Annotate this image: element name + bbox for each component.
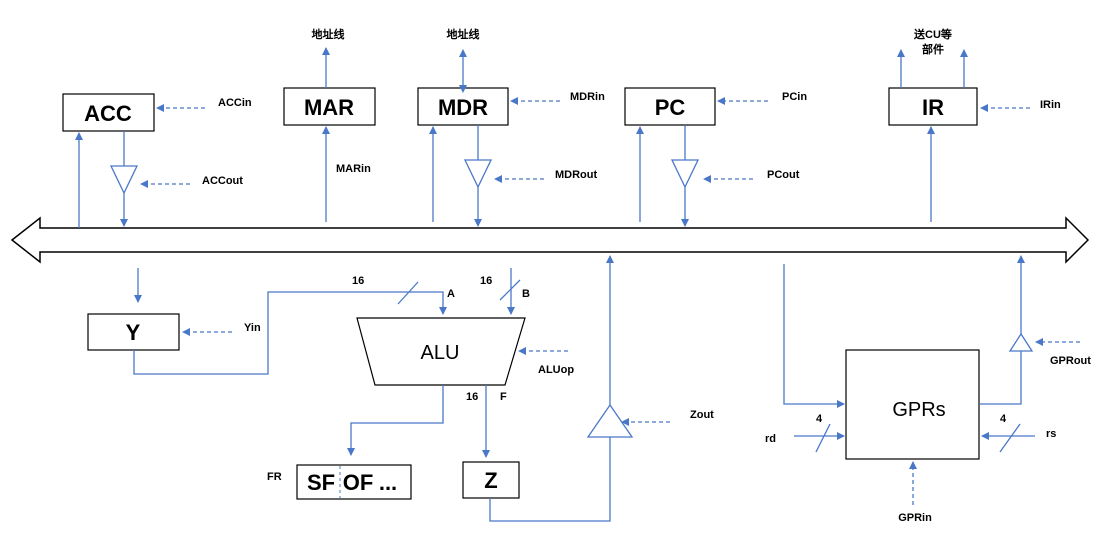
f-width-label: 16 <box>466 391 478 403</box>
gprs-to-buffer-line <box>979 351 1022 405</box>
rd-width-label: 4 <box>816 413 823 425</box>
bus-to-gprs-line <box>783 264 845 408</box>
mdr-out-signal: MDRout <box>555 169 597 181</box>
alu-unit-label: ALU <box>421 342 460 364</box>
fr-sf-flag: SF <box>307 470 335 495</box>
b-width-slash <box>499 279 521 301</box>
gpr-in-signal: GPRin <box>898 512 932 524</box>
alu-port-b: B <box>522 288 530 300</box>
alu-op-signal: ALUop <box>538 364 574 376</box>
mdr-address-label: 地址线 <box>447 27 480 41</box>
acc-register <box>62 93 155 132</box>
a-width-slash <box>397 281 419 305</box>
rd-width-slash <box>815 423 831 453</box>
fr-label: FR <box>267 471 282 483</box>
z-to-buffer-line <box>489 437 611 522</box>
y-in-signal: Yin <box>244 322 261 334</box>
a-width-label: 16 <box>352 275 364 287</box>
alu-port-a: A <box>447 288 455 300</box>
fr-more-flags: ... <box>379 470 397 495</box>
mdr-in-signal: MDRin <box>570 91 605 103</box>
y-register <box>87 313 180 351</box>
gpr-out-buffer <box>1008 332 1034 352</box>
alu-to-fr-line <box>347 385 444 456</box>
mdr-register <box>417 87 509 126</box>
alu-unit <box>356 317 526 386</box>
rd-signal: rd <box>765 433 776 445</box>
mar-register-label: MAR <box>304 95 354 120</box>
z-register-label: Z <box>484 468 497 493</box>
fr-of-flag: OF <box>343 470 374 495</box>
acc-out-buffer <box>109 165 139 195</box>
b-width-label: 16 <box>480 275 492 287</box>
pc-out-signal: PCout <box>767 169 800 181</box>
z-register <box>462 461 520 499</box>
y-to-alu-a-line <box>133 291 447 375</box>
gpr-out-signal: GPRout <box>1050 355 1091 367</box>
mdr-out-buffer <box>463 159 493 189</box>
rs-width-label: 4 <box>1000 413 1007 425</box>
z-out-signal: Zout <box>690 409 714 421</box>
gprs-unit-label: GPRs <box>892 399 945 421</box>
internal-bus <box>10 216 1090 264</box>
ir-register <box>888 87 978 126</box>
fr-register <box>296 464 412 500</box>
acc-out-signal: ACCout <box>202 175 243 187</box>
mdr-register-label: MDR <box>438 95 488 120</box>
rs-width-slash <box>999 423 1021 453</box>
mar-in-signal: MARin <box>336 163 371 175</box>
ir-in-signal: IRin <box>1040 99 1061 111</box>
acc-register-label: ACC <box>84 101 132 126</box>
alu-port-f: F <box>500 391 507 403</box>
gprs-unit <box>845 349 980 460</box>
ir-register-label: IR <box>922 95 944 120</box>
mar-address-label: 地址线 <box>312 27 345 41</box>
acc-in-signal: ACCin <box>218 97 252 109</box>
ir-cu-label-line1: 送CU等 <box>913 27 952 41</box>
z-out-buffer <box>586 403 634 438</box>
pc-register-label: PC <box>655 95 686 120</box>
pc-out-buffer <box>670 159 700 189</box>
mar-register <box>283 87 376 126</box>
pc-in-signal: PCin <box>782 91 807 103</box>
y-register-label: Y <box>126 320 141 345</box>
pc-register <box>624 87 716 126</box>
ir-cu-label-line2: 部件 <box>922 42 944 56</box>
rs-signal: rs <box>1046 428 1056 440</box>
